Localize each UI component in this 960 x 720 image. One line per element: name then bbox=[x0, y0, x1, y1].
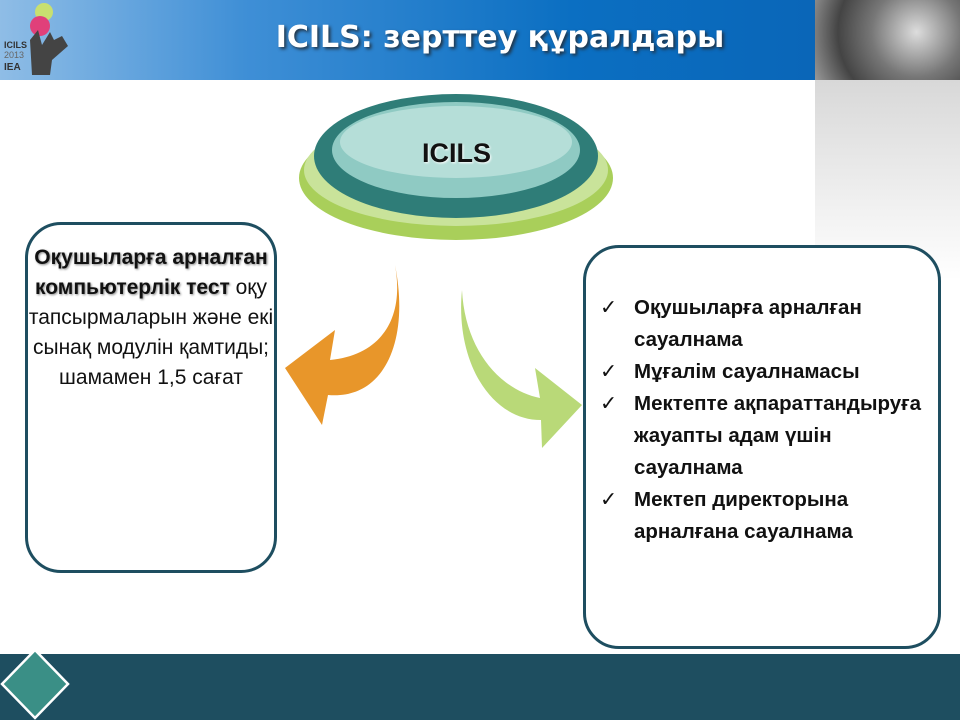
test-description: оқу тапсырмаларын және екі сынақ модулін… bbox=[28, 276, 274, 389]
diamond-icon bbox=[0, 648, 70, 720]
header-photo bbox=[815, 0, 960, 80]
check-icon: ✓ bbox=[600, 360, 618, 383]
item-text: Мектеп директорына арналғана сауалнама bbox=[634, 488, 853, 543]
questionnaires-box: ✓ Оқушыларға арналған сауалнама ✓ Мұғалім … bbox=[583, 245, 941, 649]
list-item: ✓ Мұғалім сауалнамасы bbox=[600, 356, 930, 388]
footer-bar bbox=[0, 654, 960, 720]
center-label: ICILS bbox=[421, 138, 491, 168]
check-icon: ✓ bbox=[600, 392, 618, 415]
icils-logo: ICILS 2013 IEA bbox=[4, 3, 68, 75]
item-text: Мұғалім сауалнамасы bbox=[634, 360, 860, 383]
arrow-right bbox=[461, 290, 582, 448]
list-item: ✓ Мектепте ақпараттандыруға жауапты адам … bbox=[600, 388, 930, 484]
list-item: ✓ Оқушыларға арналған сауалнама bbox=[600, 292, 930, 356]
item-text: Оқушыларға арналған сауалнама bbox=[634, 296, 862, 351]
student-test-box: Оқушыларға арналған компьютерлік тест оқ… bbox=[25, 222, 277, 573]
check-icon: ✓ bbox=[600, 488, 618, 511]
arrow-left bbox=[285, 265, 400, 425]
item-text: Мектепте ақпараттандыруға жауапты адам ү… bbox=[634, 392, 922, 479]
svg-text:ICILS: ICILS bbox=[4, 40, 27, 50]
list-item: ✓ Мектеп директорына арналғана сауалнама bbox=[600, 484, 930, 548]
svg-text:2013: 2013 bbox=[4, 50, 24, 60]
check-icon: ✓ bbox=[600, 296, 618, 319]
test-title: Оқушыларға арналған компьютерлік тест bbox=[34, 246, 268, 299]
page-title: ICILS: зерттеу құралдары bbox=[275, 20, 725, 55]
svg-text:IEA: IEA bbox=[4, 62, 21, 73]
header-bar bbox=[0, 0, 815, 80]
